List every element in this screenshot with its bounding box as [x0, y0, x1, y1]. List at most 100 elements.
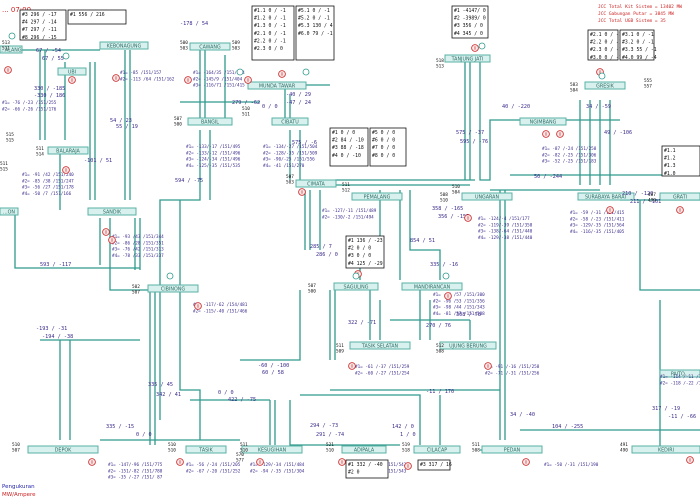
bus-depok[interactable]	[27, 445, 99, 454]
generator-box[interactable]: #5 0 / 0#6 0 / 0#7 0 / 0#8 0 / 0	[369, 127, 407, 167]
feeder-block: #1= -59 /-31 /151/415#2= -58 /-23 /151/4…	[570, 210, 625, 235]
bus-voltage-id: 507	[132, 290, 140, 296]
generator-value: #8 0 / 0	[372, 153, 395, 159]
bus-voltage-id: 503	[232, 46, 240, 52]
flow-label: 0 / 0	[218, 390, 234, 396]
bus-voltage-id: 515	[6, 138, 14, 144]
generator-box[interactable]: #3.1 0 / -1#3.2 0 / -1#3.3 55 / -1#4.0 9…	[619, 29, 657, 61]
bus-voltage-id: 577	[236, 458, 244, 464]
bus-kebonagung[interactable]	[99, 41, 149, 50]
generator-value: #2 -3989/ 0	[454, 16, 486, 22]
generator-value: #1 556 / 216	[70, 12, 105, 18]
feeder-line: #2= -85 /38 /151/247	[22, 178, 74, 184]
generator-box-frame	[451, 5, 489, 39]
line-kebonagung-sandik	[124, 50, 131, 200]
feeder-line: #1= -93 /43 /151/344	[112, 234, 164, 240]
bus-bangil[interactable]	[187, 117, 233, 126]
generator-box[interactable]: #1 136 / -23#2 0 / 0#3 0 / 0#4 125 / -29	[345, 235, 385, 269]
generator-value: #5 0 / 0	[372, 130, 395, 136]
bus-surabayabarat[interactable]	[577, 192, 635, 201]
generator-box[interactable]: #1 556 / 216	[67, 9, 127, 25]
generator-value: #3.3 55 / -1	[622, 47, 657, 53]
generator-box[interactable]: #1 0 / 0#2 84 / -10#3 88 / -18#4 0 / -10	[329, 127, 369, 167]
feeder-line: #1= -133/-17 /151/495	[186, 144, 241, 150]
flow-label: 294 / -73	[310, 423, 338, 429]
flow-label: -60 / -100	[258, 363, 289, 369]
generator-value: #4 345 / 0	[454, 31, 483, 37]
bus-voltage-id: 487	[648, 192, 656, 198]
bus-cilacap[interactable]	[413, 445, 461, 454]
bus-cawang[interactable]	[189, 42, 231, 51]
generator-box[interactable]: #1.1 0 / -1#1.2 0 / -1#1.3 0 / -1#2.1 0 …	[251, 5, 295, 61]
generator-box[interactable]: #1 -4147/ 0#2 -3989/ 0#3 356 / 0#4 345 /…	[451, 5, 489, 39]
generator-box[interactable]: #5.1 0 / -1#5.2 0 / -1#5.3 130 / 4#6.0 7…	[295, 5, 335, 61]
bus-label-tanjungjati: TANJUNG JATI	[451, 57, 484, 63]
bus-cimata[interactable]	[295, 179, 337, 188]
bus-tasikselatan[interactable]	[349, 341, 411, 350]
bus-cibinong[interactable]	[147, 284, 199, 293]
generator-boxes: #1 556 / 216#3 296 / -17#4 297 / -14#7 2…	[19, 5, 700, 479]
generator-box[interactable]: #1 332 / -40#2 0	[345, 459, 389, 479]
bus-pedan[interactable]	[481, 445, 543, 454]
flow-label: 104 / -255	[552, 424, 583, 430]
flow-label: 593 / -117	[40, 262, 71, 268]
generator-box[interactable]: #1.1#1.2#1.3#1.0	[661, 145, 700, 177]
feeder-line: #1= -129/-34 /151/484	[250, 462, 305, 468]
bus-mandirancan[interactable]	[401, 282, 463, 291]
bus-kediri[interactable]	[631, 445, 700, 454]
generator-value: #1 332 / -40	[348, 462, 383, 468]
bus-ungaran[interactable]	[461, 192, 513, 201]
bus-ngimbang[interactable]	[519, 117, 567, 126]
bus-voltage-id: 511	[0, 161, 8, 167]
generator-box-frame	[345, 459, 389, 479]
bus-grati[interactable]	[659, 192, 700, 201]
bus-paiton[interactable]	[659, 369, 700, 378]
bus-ubi[interactable]	[57, 67, 87, 76]
bus-kesugihan[interactable]	[241, 445, 303, 454]
feeder-block: #1= -56 /-24 /151/205#2= -67 /-20 /151/2…	[186, 462, 241, 474]
bus-voltage-id: 510	[242, 106, 250, 112]
transformer-icon	[348, 362, 356, 370]
feeder-line: #2= -133/-12 /151/496	[186, 150, 241, 156]
feeder-block: #1= -127/-11 /151/489#2= -130/-2 /151/49…	[322, 208, 377, 220]
feeder-line: #2= -113 /64 /151/162	[120, 76, 175, 82]
generator-box[interactable]: #3 317 / 16	[417, 459, 452, 471]
generator-value: #4 125 / -29	[348, 261, 383, 267]
transformer-icon	[444, 292, 452, 300]
bus-pemalang[interactable]	[351, 192, 403, 201]
flow-label: 358 / -165	[432, 206, 463, 212]
generator-box[interactable]: #2.1 0 / -1#2.2 0 / -1#2.3 0 / -1#3.0 0 …	[587, 29, 622, 61]
bus-voltage-id: 584	[570, 88, 578, 94]
feeder-line: #1= -124/-4 /151/177	[478, 216, 530, 222]
bus-adipala[interactable]	[341, 445, 387, 454]
bus-balaraja[interactable]	[47, 146, 89, 155]
bus-label-pemalang: PEMALANG	[364, 195, 391, 201]
bus-label-ubi: UBI	[68, 70, 76, 76]
bus-voltage-id: 570	[236, 452, 244, 458]
bus-label-saguling: SAGULING	[344, 285, 369, 291]
feeder-line: #2= -82 /-25 /151/306	[542, 152, 597, 158]
generator-box[interactable]: #3 296 / -17#4 297 / -14#7 297 / -11#8 2…	[19, 9, 67, 41]
bus-leftedge[interactable]	[0, 207, 19, 216]
feeder-line: #2= -119/-39 /151/358	[478, 222, 533, 228]
feeder-line: #2= -58 /-23 /151/411	[570, 216, 625, 222]
bus-label-tasik: TASIK	[198, 448, 213, 454]
bus-cibatu[interactable]	[271, 117, 309, 126]
transformer-icon	[686, 456, 694, 464]
feeder-line: #2= -151/-82 /151/788	[108, 468, 163, 474]
flow-label: 60 / 58	[262, 370, 284, 376]
transformer-icon	[484, 362, 492, 370]
bus-saguling[interactable]	[333, 282, 379, 291]
bus-voltage-id: 507	[308, 283, 316, 289]
bus-mundatawar[interactable]	[247, 81, 307, 90]
flow-label: 594 / -75	[175, 178, 203, 184]
bus-tanjungjati[interactable]	[444, 54, 491, 63]
bus-ujungberung[interactable]	[439, 341, 497, 350]
feeder-line: #3= -52 /-25 /151/183	[542, 159, 597, 165]
bus-sandik[interactable]	[87, 207, 137, 216]
flow-label: 330 / -185	[34, 86, 65, 92]
bus-gresik[interactable]	[584, 81, 626, 90]
bus-lawang[interactable]	[0, 45, 23, 54]
bus-tasik[interactable]	[185, 445, 227, 454]
feeder-line: #1= -117/-62 /154/481	[193, 302, 248, 308]
